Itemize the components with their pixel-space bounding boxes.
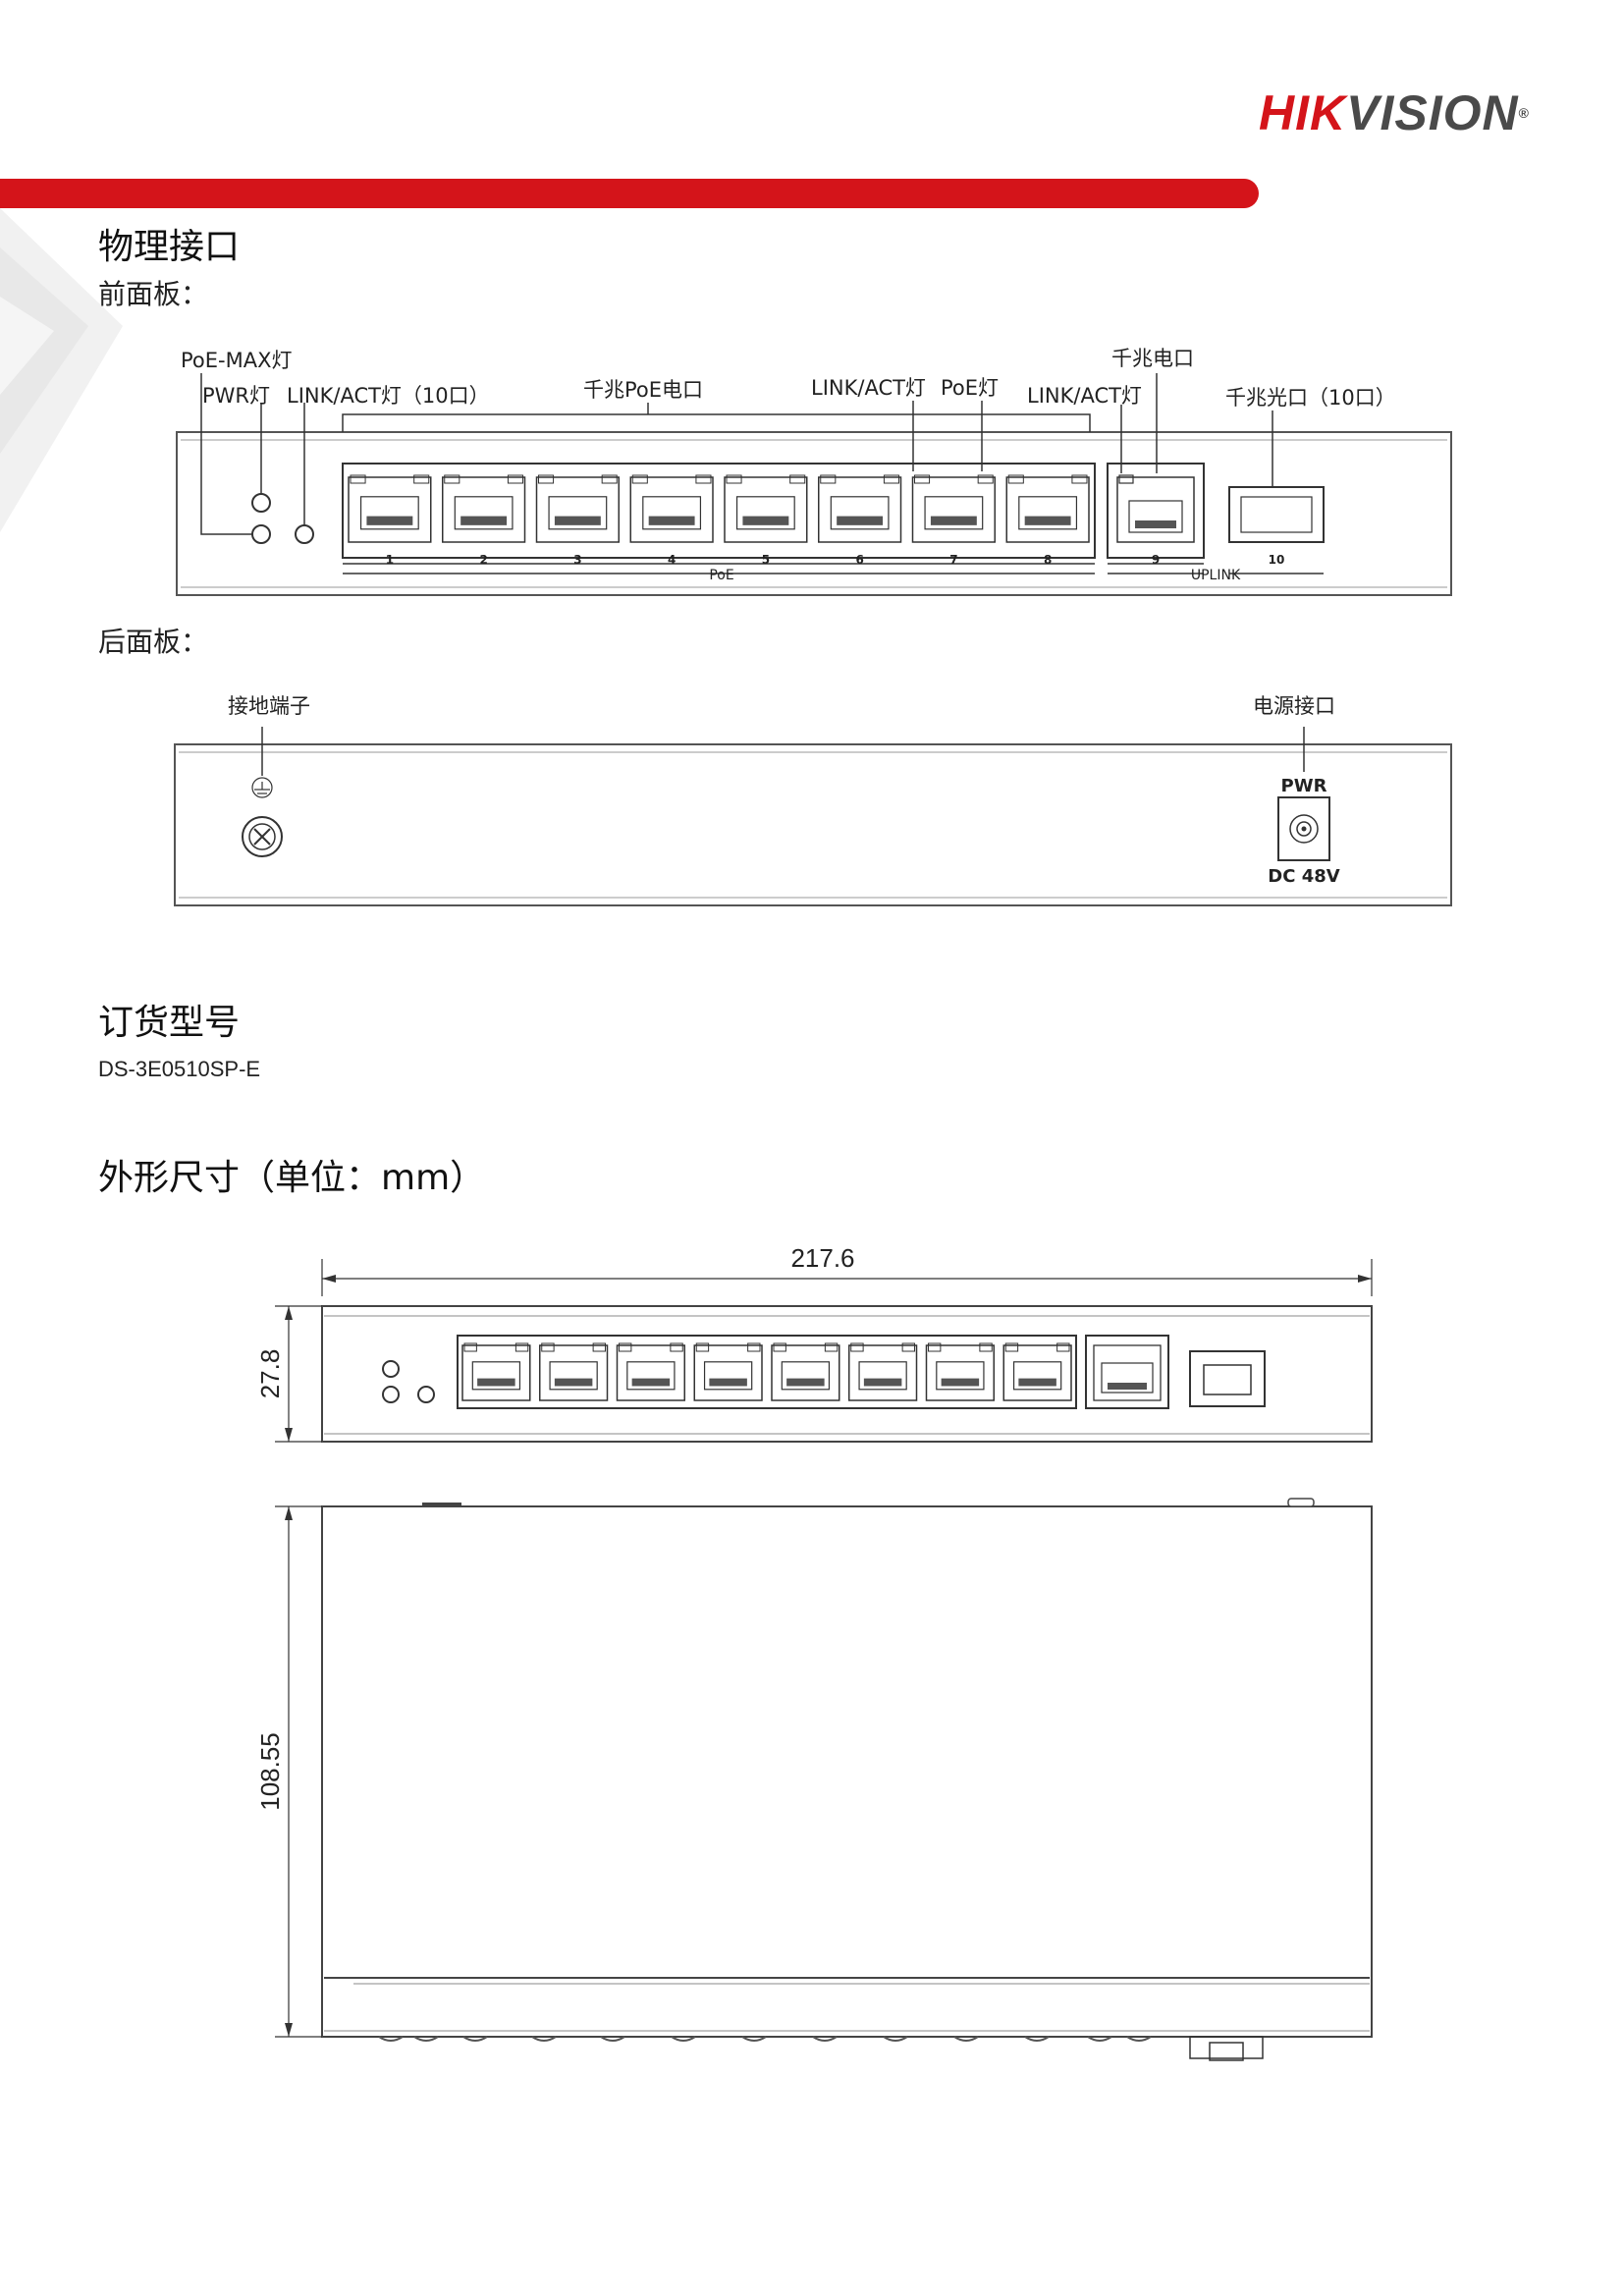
label-ground-terminal: 接地端子 [228, 694, 310, 718]
dc-power-jack-icon [1277, 796, 1330, 861]
port-bump-outline [1087, 2036, 1112, 2042]
port-number-label: 1 [386, 553, 394, 567]
front-view-rj45-port-icon [461, 1342, 531, 1401]
port-bump-outline [883, 2036, 908, 2042]
poe-rj45-port-icon [1005, 474, 1090, 543]
rear-panel-title: 后面板： [98, 626, 209, 658]
poe-rj45-port-icon [535, 474, 620, 543]
heading-physical-interface: 物理接口 [98, 227, 241, 267]
poe-group-label: PoE [709, 568, 733, 583]
port-bump-outline [413, 2036, 439, 2042]
label-link-act-right: LINK/ACT灯 [1027, 384, 1142, 408]
ground-screw-icon [242, 816, 283, 857]
port-number-label: 6 [855, 553, 863, 567]
logo-gray-part: VISION [1346, 85, 1519, 140]
front-view-led-icon [382, 1386, 400, 1403]
front-view-led-icon [417, 1386, 435, 1403]
port-number-label: 4 [668, 553, 676, 567]
port-bump-outline [600, 2036, 625, 2042]
front-view-rj45-port-icon [539, 1342, 609, 1401]
uplink-group-label: UPLINK [1191, 568, 1241, 583]
front-view-sfp-icon [1189, 1350, 1266, 1407]
label-power-interface: 电源接口 [1253, 694, 1335, 718]
poe-rj45-port-icon [442, 474, 526, 543]
front-view-rj45-port-icon [616, 1342, 685, 1401]
port-number-label: 2 [479, 553, 487, 567]
port-bump-outline [1024, 2036, 1050, 2042]
label-gigabit-fiber: 千兆光口（10口） [1225, 386, 1396, 410]
ground-symbol-icon [251, 777, 273, 798]
top-view-sfp-latch-icon [1189, 2036, 1264, 2061]
port-bump-outline [531, 2036, 557, 2042]
poe-rj45-port-icon [629, 474, 714, 543]
front-view-uplink-port-icon [1093, 1344, 1162, 1401]
uplink-port-block [1107, 463, 1205, 559]
label-gigabit-poe: 千兆PoE电口 [583, 378, 703, 402]
front-panel-title: 前面板： [98, 278, 209, 310]
dimension-depth: 108.55 [255, 1732, 285, 1811]
poe-rj45-port-icon [911, 474, 996, 543]
front-chassis [176, 431, 1452, 596]
logo-registered-mark: ® [1518, 105, 1530, 121]
dimension-width: 217.6 [790, 1243, 854, 1273]
front-view-rj45-port-icon [848, 1342, 918, 1401]
label-poe-max-led: PoE-MAX灯 [181, 349, 292, 372]
poe-rj45-port-icon [348, 474, 432, 543]
front-view-rj45-port-icon [693, 1342, 763, 1401]
front-view-rj45-port-icon [771, 1342, 840, 1401]
label-link-act-mid: LINK/ACT灯 [811, 376, 926, 400]
logo-red-part: HIK [1259, 85, 1347, 140]
port-number-label: 7 [949, 553, 957, 567]
header-red-bar [0, 179, 1259, 208]
front-view-rj45-port-icon [1002, 1342, 1072, 1401]
poe-port-block [342, 463, 1096, 559]
dc-voltage-text: DC 48V [1268, 866, 1339, 887]
label-pwr-led: PWR灯 [202, 384, 270, 408]
poe-rj45-port-icon [818, 474, 902, 543]
label-link-act-left: LINK/ACT灯（10口） [287, 384, 490, 408]
port-bump-outline [953, 2036, 979, 2042]
dimension-height: 27.8 [255, 1349, 285, 1399]
port-number-label: 8 [1044, 553, 1052, 567]
pwr-text: PWR [1281, 776, 1327, 796]
port-bump-outline [671, 2036, 696, 2042]
rear-panel-diagram: 接地端子 电源接口 PWR DC 48V [174, 694, 1452, 906]
hikvision-logo: HIKVISION® [1259, 88, 1530, 137]
label-gigabit-copper: 千兆电口 [1111, 347, 1194, 370]
poe-rj45-port-icon [724, 474, 808, 543]
port-number-label: 3 [573, 553, 581, 567]
sfp-port-icon [1228, 486, 1325, 543]
port-bump-outline [812, 2036, 838, 2042]
watermark-graphic [0, 208, 123, 532]
port-number-10: 10 [1269, 553, 1285, 567]
heading-order-model: 订货型号 [98, 1003, 241, 1043]
front-view-led-icon [382, 1360, 400, 1378]
port-bump-outline [462, 2036, 488, 2042]
port-bump-outline [741, 2036, 767, 2042]
front-view-uplink-block [1085, 1335, 1169, 1409]
port-bump-outline [378, 2036, 404, 2042]
front-panel-diagram: 1 2 3 4 5 6 7 8 9 10 PoE UPLINK PoE-MAX灯 PWR灯 L… [176, 347, 1452, 596]
uplink-rj45-port-icon [1116, 474, 1195, 543]
heading-dimensions: 外形尺寸（单位：mm） [98, 1158, 486, 1198]
port-bump-outline [1126, 2036, 1152, 2042]
top-view-outline [321, 1505, 1373, 2038]
front-view-port-block [457, 1335, 1077, 1409]
port-number-label: 5 [762, 553, 770, 567]
front-view-outline [321, 1305, 1373, 1443]
port-number-9: 9 [1152, 553, 1160, 567]
front-view-rj45-port-icon [925, 1342, 995, 1401]
label-poe-led: PoE灯 [941, 376, 999, 400]
rear-chassis [174, 743, 1452, 906]
order-model-number: DS-3E0510SP-E [98, 1057, 261, 1081]
